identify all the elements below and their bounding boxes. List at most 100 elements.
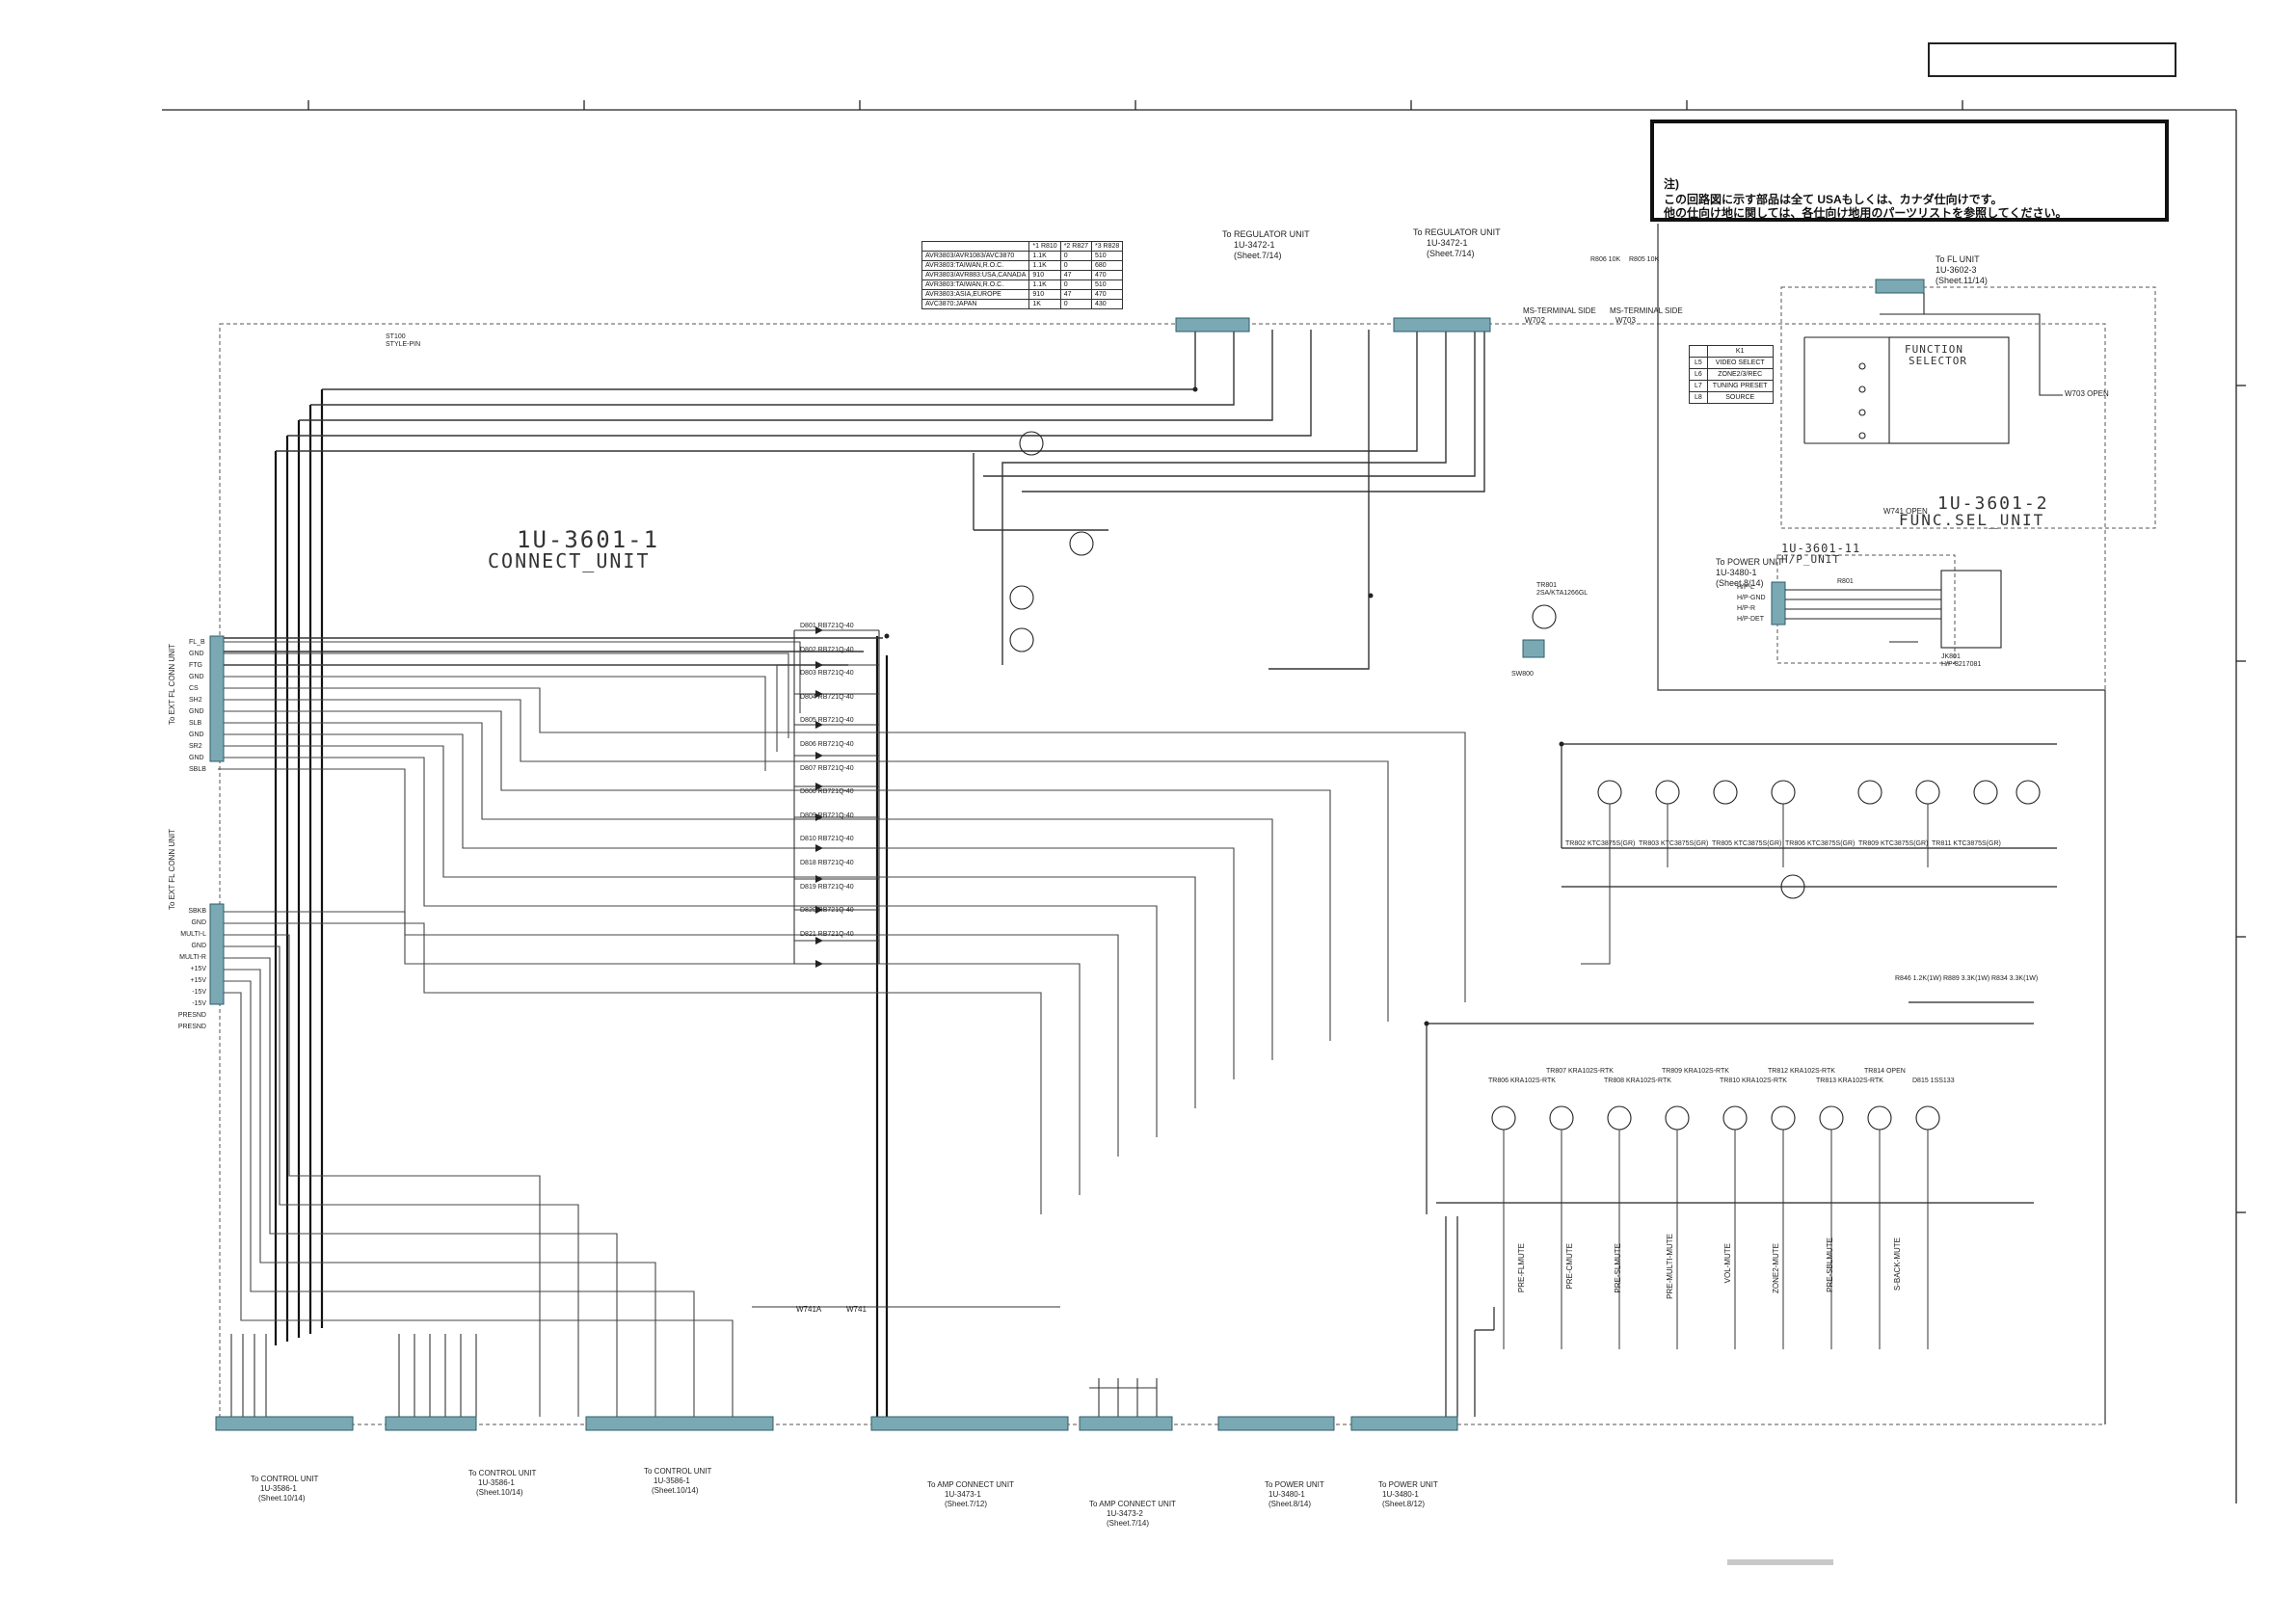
fl-unit-label: To FL UNIT [1936,254,1980,264]
hp-unit-subtitle: H/P_UNIT [1781,553,1840,566]
transistor-label: TR809 KTC3875S(GR) [1858,840,1929,847]
transistor-label: TR813 KRA102S-RTK [1816,1078,1883,1084]
note-title: 注) [1664,177,1679,191]
mute-signal-label: PRE-CMUTE [1565,1243,1574,1290]
fl-unit-label-3: (Sheet.11/14) [1936,276,1988,285]
note-line-1: この回路図に示す部品は全て USAもしくは、カナダ仕向けです。 [1664,193,2003,206]
main-unit-title: 1U-3601-1 [517,526,660,553]
left-pin-list-a: FL_B GND FTG GND CS SH2 GND SLB GND SR2 … [189,639,206,773]
resistor-label: R846 1.2K(1W) [1895,975,1942,982]
ext-fl-conn-label: To EXT FL CONN UNIT [168,644,176,726]
regulator-label-a3: (Sheet.7/14) [1234,251,1282,260]
switch-label: SW800 [1511,671,1534,678]
hp-power-label-3: (Sheet.8/14) [1716,578,1764,588]
resistor-label: R889 3.3K(1W) [1943,975,1990,982]
power-unit-label-1: To POWER UNIT [1265,1480,1324,1489]
function-selector-label-2: SELECTOR [1909,355,1967,367]
amp-connect-label-1: To AMP CONNECT UNIT [927,1480,1014,1489]
transistor-label: TR814 OPEN [1864,1068,1906,1075]
control-unit-label-3b: 1U-3586-1 [654,1477,690,1485]
amp-connect-label-1b: 1U-3473-1 [945,1490,981,1499]
hp-pin-list: H/P-L H/P-GND H/P-R H/P-DET [1737,584,1766,623]
mute-signal-label: VOL-MUTE [1723,1243,1732,1284]
jack-label-2: H/P-8217081 [1941,661,1982,668]
left-pin-list-b: SBKB GND MULTI-L GND MULTI-R +15V +15V -… [177,908,206,1030]
w702-label: W702 [1525,316,1545,325]
func-unit-subtitle: FUNC.SEL_UNIT [1899,511,2045,529]
power-unit-label-1c: (Sheet.8/14) [1268,1500,1312,1508]
transistor-label: TR806 KRA102S-RTK [1488,1078,1556,1084]
pot-label: R801 [1837,578,1854,585]
resistor-label: R834 3.3K(1W) [1991,975,2039,982]
table-row: K1 [1689,345,1774,358]
transistor-label: TR807 KRA102S-RTK [1546,1068,1614,1075]
mute-signal-label: S-BACK-MUTE [1893,1237,1902,1291]
ms-terminal-label: MS-TERMINAL SIDE [1523,306,1596,315]
w741-label: W741 [846,1305,867,1314]
amp-connect-label-2b: 1U-3473-2 [1107,1509,1143,1518]
hp-power-label-2: 1U-3480-1 [1716,568,1757,577]
control-unit-label-2b: 1U-3586-1 [478,1478,515,1487]
transistor-label: TR802 KTC3875S(GR) [1565,840,1636,847]
function-selector-label: FUNCTION [1905,343,1963,356]
control-unit-label-1b: 1U-3586-1 [260,1484,297,1493]
w741a-label: W741A [796,1305,822,1314]
transistor-label: TR803 KTC3875S(GR) [1639,840,1709,847]
w741-open-label: W741 OPEN [1883,507,1928,516]
table-row: *1 R810 *2 R827 *3 R828 [921,241,1124,252]
mute-signal-label: PRE-SLMUTE [1614,1243,1622,1293]
mute-signal-label: PRE-MULTI-MUTE [1666,1234,1674,1299]
control-unit-label-1c: (Sheet.10/14) [258,1494,306,1503]
diode-label: D815 1SS133 [1912,1078,1955,1084]
stylepin-label-2: STYLE-PIN [386,341,421,348]
control-unit-label-2c: (Sheet.10/14) [476,1488,523,1497]
hp-power-label: To POWER UNIT [1716,557,1783,567]
transistor-label: TR808 KRA102S-RTK [1604,1078,1671,1084]
transistor-label: TR805 KTC3875S(GR) [1712,840,1782,847]
title-block [1928,42,2176,77]
mute-signal-label: PRE-FLMUTE [1517,1243,1526,1293]
resistor-label: R806 10K [1590,256,1621,263]
power-unit-label-2: To POWER UNIT [1378,1480,1438,1489]
func-unit-title: 1U-3601-2 [1937,493,2049,514]
transistor-label: TR806 KTC3875S(GR) [1785,840,1855,847]
ms-terminal-label-b: MS-TERMINAL SIDE [1610,306,1683,315]
main-unit-subtitle: CONNECT_UNIT [488,549,651,572]
transistor-label: TR809 KRA102S-RTK [1662,1068,1729,1075]
transistor-label: TR811 KTC3875S(GR) [1932,840,2001,847]
hp-unit-title: 1U-3601-11 [1781,542,1861,555]
note-box: 注) この回路図に示す部品は全て USAもしくは、カナダ仕向けです。 他の仕向け… [1650,120,2169,222]
transistor-label: TR810 KRA102S-RTK [1720,1078,1787,1084]
transistor-label: 2SA/KTA1266GL [1536,590,1589,597]
ext-fl-conn-label-2: To EXT FL CONN UNIT [168,829,176,911]
resistor-label: R805 10K [1629,256,1660,263]
amp-connect-label-2c: (Sheet.7/14) [1107,1519,1150,1528]
regulator-label-b2: 1U-3472-1 [1427,238,1468,248]
transistor-label: TR812 KRA102S-RTK [1768,1068,1835,1075]
mute-signal-label: ZONE2-MUTE [1772,1243,1780,1293]
power-unit-label-2b: 1U-3480-1 [1382,1490,1419,1499]
mute-signal-label: PRE-SBLMUTE [1826,1237,1834,1292]
amp-connect-label-1c: (Sheet.7/12) [945,1500,988,1508]
power-unit-label-1b: 1U-3480-1 [1268,1490,1305,1499]
diode-list: D801 RB721Q-40 D802 RB721Q-40 D803 RB721… [800,623,854,938]
jack-label: JK801 [1941,653,1961,660]
control-unit-label-2: To CONTROL UNIT [468,1469,537,1477]
regulator-label-a: To REGULATOR UNIT [1222,229,1310,239]
power-unit-label-2c: (Sheet.8/12) [1382,1500,1426,1508]
w703-label: W703 [1615,316,1636,325]
regulator-label-a2: 1U-3472-1 [1234,240,1275,250]
stylepin-label: ST100 [386,333,406,340]
control-unit-label-3c: (Sheet.10/14) [652,1486,699,1495]
